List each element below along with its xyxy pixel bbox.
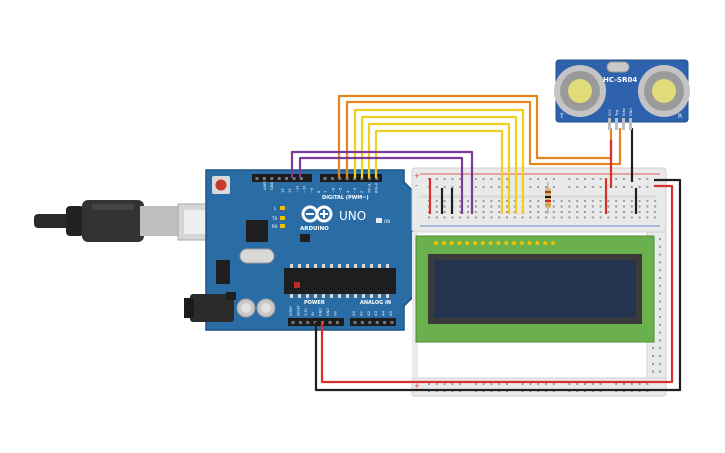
digital-pin-label: 8	[317, 190, 321, 193]
digital-pin-label: ~6	[331, 187, 335, 193]
digital-pin-label: 2	[360, 191, 364, 193]
resistor	[545, 182, 551, 214]
sensor-right-mark: R	[678, 113, 682, 120]
wire-black-gnd	[314, 178, 682, 392]
digital-pin-label: ~10	[303, 185, 307, 193]
breadboard-plus-bottom: +	[414, 382, 420, 390]
digital-pin-label: ~9	[310, 187, 314, 193]
analog-pin-label: A0	[351, 310, 356, 316]
arduino-logo	[301, 205, 333, 223]
analog-header-label: ANALOG IN	[360, 300, 391, 306]
power-pin-label: RESET	[296, 304, 300, 316]
board-model: UNO	[339, 209, 366, 223]
digital-pin-label: ~3	[353, 188, 357, 193]
wire-red-5v	[320, 184, 674, 384]
analog-pin-label: A3	[373, 310, 378, 316]
power-jack	[190, 294, 234, 322]
sensor-pin-label: GND	[629, 108, 633, 116]
lcd-display	[415, 235, 655, 343]
wire-yellow-4	[374, 129, 504, 214]
board-brand: ARDUINO	[300, 226, 329, 232]
breadboard-minus: -	[415, 182, 418, 190]
power-header-label: POWER	[304, 300, 325, 306]
sensor-model: HC-SR04	[603, 76, 637, 84]
usb-chip	[246, 220, 268, 242]
digital-pin-label: TX→1	[367, 183, 371, 194]
digital-pin-label: ~11	[295, 185, 299, 193]
digital-header-left	[252, 174, 312, 182]
atmega-chip	[284, 268, 396, 294]
power-pin-label: GND	[326, 308, 330, 316]
breadboard-plus: +	[414, 172, 420, 180]
power-pin-label: GND	[319, 308, 323, 316]
digital-pin-label: RX←0	[375, 182, 379, 193]
digital-pin-label: ~5	[339, 188, 343, 193]
power-pin-label: Vin	[333, 311, 337, 316]
sensor-pin-label: Trig	[615, 110, 619, 117]
label-gnd: GND	[270, 182, 274, 190]
power-pin-label: IOREF	[289, 306, 293, 316]
digital-pin-label: 13	[281, 188, 285, 193]
power-pin-label: 5V	[311, 311, 315, 316]
analog-pin-label: A2	[366, 310, 371, 316]
usb-cable	[34, 200, 215, 242]
sensor-left-mark: T	[559, 113, 564, 120]
analog-pin-label: A4	[381, 310, 386, 316]
sensor-pin-label: VCC	[608, 108, 612, 116]
label-rx: RX	[272, 224, 278, 229]
label-tx: TX	[271, 216, 277, 221]
label-on: ON	[384, 219, 390, 224]
label-aref: AREF	[263, 181, 267, 190]
digital-pin-label: 7	[324, 191, 328, 193]
label-l: L	[274, 206, 277, 211]
wire-yellow-2	[360, 115, 518, 214]
wire-purple-2	[298, 156, 464, 214]
arduino-board: UNO ARDUINO DIGITAL (PWM~) POWER ANALOG …	[184, 169, 415, 331]
power-pin-label: 3.3V	[304, 308, 308, 316]
analog-header	[350, 318, 396, 326]
crystal	[239, 248, 275, 264]
analog-pin-label: A5	[388, 310, 393, 316]
digital-pin-label: 12	[288, 188, 292, 193]
wires	[290, 94, 682, 392]
wire-yellow-1	[353, 108, 525, 214]
analog-pin-label: A1	[358, 310, 363, 316]
digital-pin-label: 4	[346, 190, 350, 193]
digital-header-label: DIGITAL (PWM~)	[322, 195, 369, 201]
digital-header-right	[320, 174, 382, 182]
sensor-pin-label: Echo	[622, 108, 626, 116]
wire-purple-1	[290, 150, 474, 214]
wire-orange-2	[345, 100, 622, 178]
